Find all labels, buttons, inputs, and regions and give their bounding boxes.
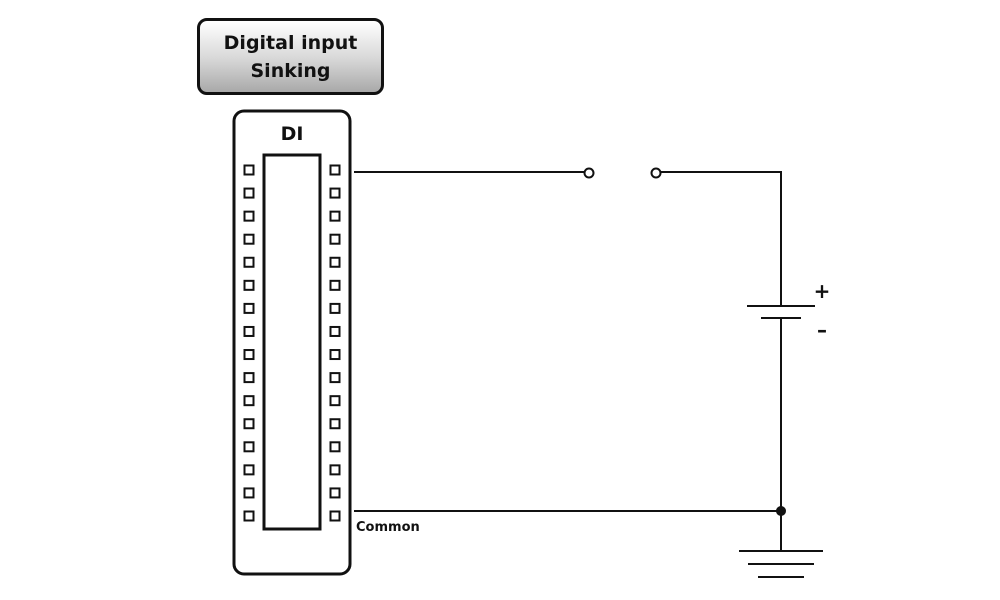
terminal-left-9 — [243, 349, 255, 361]
terminal-right-10 — [329, 372, 341, 384]
terminal-right-5 — [329, 256, 341, 268]
terminal-right-12 — [329, 418, 341, 430]
terminal-left-7 — [243, 302, 255, 314]
minus-sign: – — [817, 318, 827, 342]
terminal-right-16 — [329, 510, 341, 522]
terminal-left-6 — [243, 279, 255, 291]
common-junction — [776, 506, 786, 516]
terminal-right-2 — [329, 187, 341, 199]
terminal-left-4 — [243, 233, 255, 245]
terminal-right-14 — [329, 464, 341, 476]
terminal-right-7 — [329, 302, 341, 314]
terminal-left-15 — [243, 487, 255, 499]
supply-wire-top — [661, 171, 782, 305]
terminal-right-8 — [329, 325, 341, 337]
terminal-left-10 — [243, 372, 255, 384]
plus-sign: + — [814, 279, 831, 303]
switch-contact-left — [583, 167, 595, 179]
common-label: Common — [356, 520, 420, 535]
title-box: Digital input Sinking — [197, 18, 384, 95]
terminal-right-3 — [329, 210, 341, 222]
di-label: DI — [281, 123, 304, 145]
terminal-right-11 — [329, 395, 341, 407]
terminal-left-13 — [243, 441, 255, 453]
terminal-left-1 — [243, 164, 255, 176]
terminal-right-4 — [329, 233, 341, 245]
terminal-left-2 — [243, 187, 255, 199]
terminal-right-6 — [329, 279, 341, 291]
terminal-right-1 — [329, 164, 341, 176]
terminal-right-9 — [329, 349, 341, 361]
title-line-1: Digital input — [223, 31, 358, 54]
terminal-group — [243, 164, 341, 522]
switch-contact-right — [650, 167, 662, 179]
terminal-left-8 — [243, 325, 255, 337]
terminal-left-11 — [243, 395, 255, 407]
terminal-right-15 — [329, 487, 341, 499]
title-line-2: Sinking — [250, 59, 331, 82]
terminal-left-5 — [243, 256, 255, 268]
terminal-left-16 — [243, 510, 255, 522]
terminal-left-12 — [243, 418, 255, 430]
terminal-left-3 — [243, 210, 255, 222]
terminal-right-13 — [329, 441, 341, 453]
terminal-left-14 — [243, 464, 255, 476]
di-inner-panel — [262, 153, 322, 531]
